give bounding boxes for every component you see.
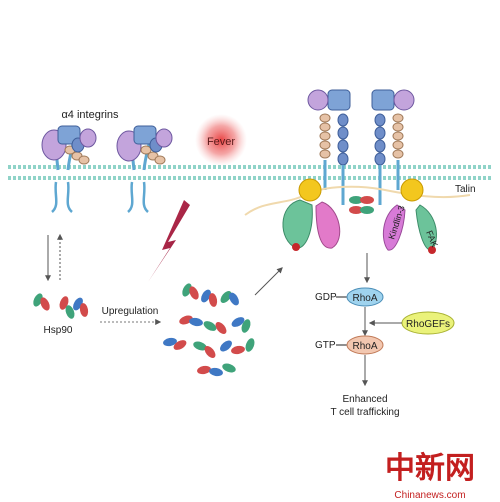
hsp90-upregulated-cluster bbox=[163, 283, 255, 377]
rhoa-gtp-state: GTP RhoA bbox=[315, 335, 384, 355]
hsp90-label: Hsp90 bbox=[44, 325, 73, 336]
fever-glow: Fever bbox=[195, 114, 247, 166]
activation-arrow bbox=[254, 267, 283, 296]
gdp-label: GDP bbox=[315, 292, 337, 303]
rhoa-gdp-state: GDP RhoA bbox=[315, 287, 384, 307]
outcome-line1: Enhanced bbox=[342, 394, 387, 405]
actin-strand bbox=[244, 185, 471, 216]
integrin-activated-right bbox=[371, 89, 415, 205]
hsp90-basal-group: Hsp90 bbox=[33, 293, 89, 336]
fever-label: Fever bbox=[207, 136, 235, 148]
hsp90-membrane-cluster bbox=[349, 196, 374, 214]
integrin-label: α4 integrins bbox=[61, 109, 119, 121]
talin-label: Talin bbox=[455, 184, 476, 195]
rhoa-gdp-label: RhoA bbox=[352, 293, 377, 304]
rhogefs: RhoGEFs bbox=[368, 311, 455, 335]
lightning-bolt-icon bbox=[148, 200, 190, 282]
rhoa-gtp-label: RhoA bbox=[352, 341, 377, 352]
talin-complex: Talin bbox=[282, 178, 476, 251]
watermark: 中新网 Chinanews.com bbox=[385, 452, 475, 501]
equilibrium-arrows bbox=[45, 233, 63, 282]
integrin-bent-left bbox=[41, 125, 97, 213]
watermark-site: Chinanews.com bbox=[394, 490, 465, 501]
outcome-line2: T cell trafficking bbox=[330, 407, 399, 418]
kindlin-fak-complex: Kindlin-3 FAK bbox=[382, 204, 440, 254]
gtp-label: GTP bbox=[315, 340, 336, 351]
integrin-activated-left bbox=[307, 89, 351, 205]
upregulation-step: Upregulation bbox=[100, 306, 162, 325]
integrin-bent-right bbox=[116, 125, 173, 213]
cell-membrane bbox=[8, 165, 492, 180]
watermark-logo: 中新网 bbox=[385, 452, 475, 485]
upregulation-label: Upregulation bbox=[102, 306, 159, 317]
rhogefs-label: RhoGEFs bbox=[406, 319, 450, 330]
